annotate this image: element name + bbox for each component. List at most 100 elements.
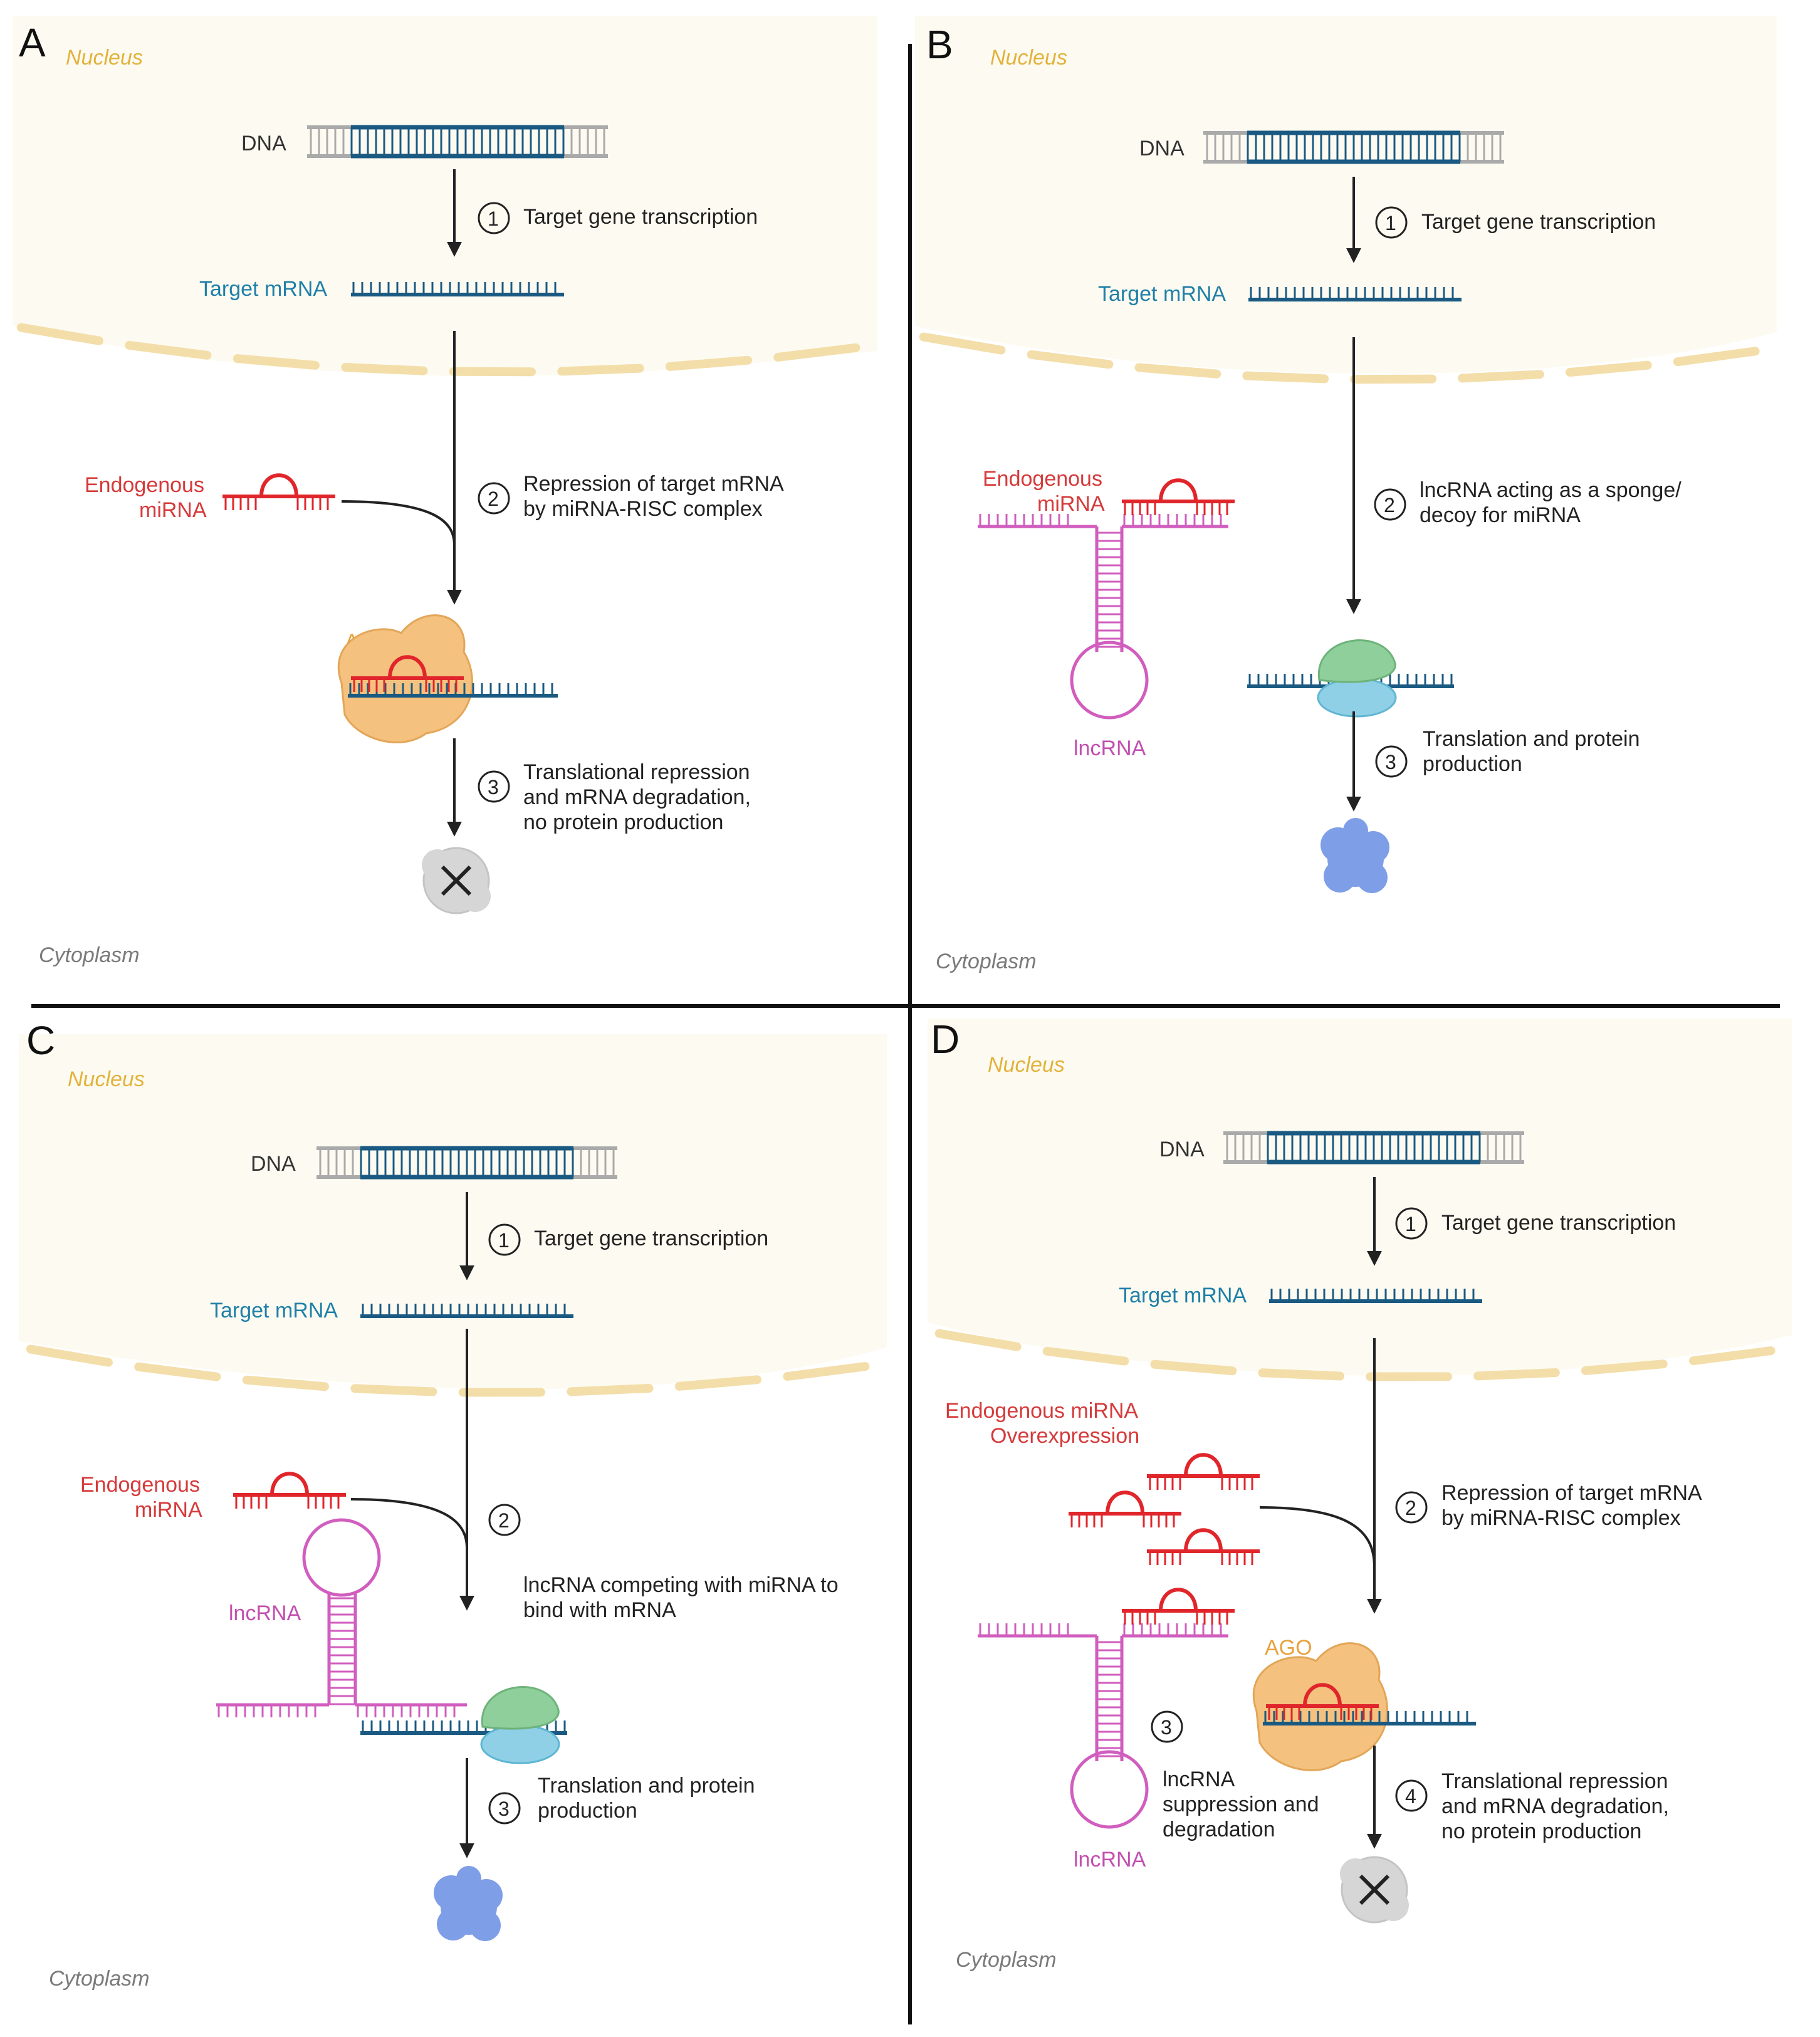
nucleus-label-d: Nucleus bbox=[988, 1053, 1065, 1077]
membrane-segment bbox=[773, 343, 860, 362]
step3-badge-c bbox=[488, 1792, 521, 1825]
step1-badge-b bbox=[1375, 206, 1408, 239]
step4-line1-d: Translational repression bbox=[1441, 1769, 1668, 1793]
mirna-path-arrow-c bbox=[350, 1498, 468, 1549]
membrane-segment bbox=[1473, 1368, 1560, 1381]
close-icon bbox=[1359, 1874, 1390, 1905]
membrane-segment bbox=[1673, 347, 1760, 367]
degraded-blob-part bbox=[422, 849, 453, 881]
degraded-blob-part bbox=[1378, 1890, 1409, 1921]
step2-line1-a: Repression of target mRNA bbox=[523, 472, 784, 496]
mirna-bulge bbox=[1184, 1453, 1223, 1477]
protein-blob bbox=[456, 1866, 481, 1891]
panel-b: B Nucleus DNA 1 Target gene transcriptio… bbox=[919, 22, 1760, 973]
step4-number-d: 4 bbox=[1405, 1785, 1416, 1808]
mirna-bases bbox=[1070, 1514, 1175, 1527]
ribosome-large-subunit bbox=[1317, 639, 1396, 683]
step3-number-c: 3 bbox=[498, 1798, 510, 1820]
target-mrna-label-a: Target mRNA bbox=[199, 277, 327, 301]
ribosome-small-subunit bbox=[480, 1724, 560, 1764]
target-mrna-b bbox=[1248, 287, 1462, 301]
nucleus-backgrounds bbox=[13, 16, 1792, 1390]
step2-number-b: 2 bbox=[1384, 494, 1395, 516]
nuclear-membrane-b bbox=[919, 332, 1760, 384]
step2-badge-a bbox=[478, 482, 510, 515]
step1-text-d: Target gene transcription bbox=[1441, 1211, 1676, 1235]
membrane-segment bbox=[1134, 363, 1221, 379]
step3-line2-d: suppression and bbox=[1163, 1793, 1319, 1816]
mirna-bases bbox=[1124, 1611, 1228, 1625]
mirna-path-arrow-a bbox=[341, 500, 456, 546]
step4-badge-d bbox=[1395, 1779, 1428, 1812]
mirna-bulge bbox=[1159, 1588, 1198, 1611]
membrane-segment bbox=[1242, 371, 1329, 384]
lncrna-sponge-d bbox=[978, 1588, 1235, 1829]
step1-number-c: 1 bbox=[498, 1229, 510, 1252]
lncrna-label-d: lncRNA bbox=[1074, 1848, 1146, 1872]
mirna-bulge bbox=[1159, 478, 1198, 502]
step3-line1-a: Translational repression bbox=[523, 760, 750, 784]
dna-d bbox=[1223, 1131, 1524, 1165]
membrane-segment bbox=[1258, 1368, 1345, 1381]
lncrna-loop bbox=[1070, 641, 1149, 720]
ribosome-translation-c bbox=[360, 1686, 567, 1764]
lncrna-label-b: lncRNA bbox=[1074, 736, 1146, 760]
membrane-segment bbox=[1042, 1346, 1129, 1366]
membrane-segment bbox=[1566, 360, 1652, 377]
mirna-bases bbox=[353, 678, 458, 692]
step2-number-c: 2 bbox=[498, 1509, 510, 1532]
membrane-segment bbox=[674, 1375, 761, 1391]
step3-line2-b: production bbox=[1423, 752, 1522, 776]
panel-c: C Nucleus DNA 1 Target gene transcriptio… bbox=[26, 1018, 870, 1991]
step2-badge-d bbox=[1395, 1491, 1428, 1524]
step2-badge-b bbox=[1374, 488, 1406, 521]
membrane-segment bbox=[242, 1375, 329, 1391]
step1-badge-c bbox=[488, 1223, 521, 1256]
membrane-segment bbox=[919, 332, 1006, 355]
mirna-bulge bbox=[1184, 1528, 1223, 1552]
mirna-bases bbox=[235, 1495, 340, 1509]
mirna-bulge bbox=[259, 473, 298, 497]
membrane-segment bbox=[1688, 1346, 1776, 1366]
step2-line1-c: lncRNA competing with miRNA to bbox=[523, 1573, 839, 1597]
nuclear-membrane-d bbox=[934, 1329, 1776, 1381]
step1-text-c: Target gene transcription bbox=[534, 1227, 768, 1250]
membrane-segment bbox=[1027, 350, 1114, 369]
step3-number-a: 3 bbox=[488, 776, 499, 799]
mirna-bases bbox=[1124, 501, 1228, 515]
no-protein-icon-a bbox=[422, 847, 491, 914]
mirna-bulge bbox=[388, 655, 427, 679]
step1-badge-a bbox=[478, 202, 510, 234]
panel-letter-a: A bbox=[19, 20, 46, 65]
step1-number-a: 1 bbox=[488, 207, 499, 230]
nucleus-bg-a bbox=[13, 16, 877, 377]
lncrna-loop bbox=[302, 1518, 381, 1597]
target-mrna-a bbox=[351, 282, 564, 296]
step2-number-d: 2 bbox=[1405, 1497, 1416, 1519]
membrane-segment bbox=[233, 354, 320, 370]
step2-line2-b: decoy for miRNA bbox=[1420, 503, 1581, 527]
degraded-blob-part bbox=[459, 881, 491, 912]
target-mrna-d bbox=[1269, 1289, 1482, 1303]
dna-label-b: DNA bbox=[1139, 137, 1185, 160]
nucleus-bg-c bbox=[19, 1034, 887, 1390]
step3-line1-c: Translation and protein bbox=[538, 1774, 755, 1798]
membrane-segment bbox=[1581, 1359, 1668, 1375]
mirna-bulge bbox=[1303, 1683, 1342, 1707]
nuclear-membrane-c bbox=[26, 1344, 870, 1397]
mirna-bulge bbox=[1106, 1490, 1144, 1514]
target-mrna-label-d: Target mRNA bbox=[1119, 1284, 1247, 1307]
membrane-segment bbox=[557, 364, 644, 376]
mirna-label-a-2: miRNA bbox=[139, 498, 207, 522]
mirna-bases bbox=[1149, 1551, 1253, 1565]
mirna-bases bbox=[224, 496, 329, 510]
nucleus-label-c: Nucleus bbox=[68, 1067, 145, 1091]
step3-line1-d: lncRNA bbox=[1163, 1767, 1235, 1791]
cytoplasm-label-b: Cytoplasm bbox=[936, 950, 1037, 973]
cytoplasm-label-a: Cytoplasm bbox=[39, 943, 140, 967]
step3-line1-b: Translation and protein bbox=[1423, 727, 1640, 751]
ribosome-small-subunit bbox=[1317, 678, 1397, 718]
panel-a: A Nucleus DNA 1 Target gene transcriptio… bbox=[16, 20, 860, 967]
membrane-segment bbox=[934, 1329, 1022, 1351]
protein-blob bbox=[1357, 831, 1389, 864]
